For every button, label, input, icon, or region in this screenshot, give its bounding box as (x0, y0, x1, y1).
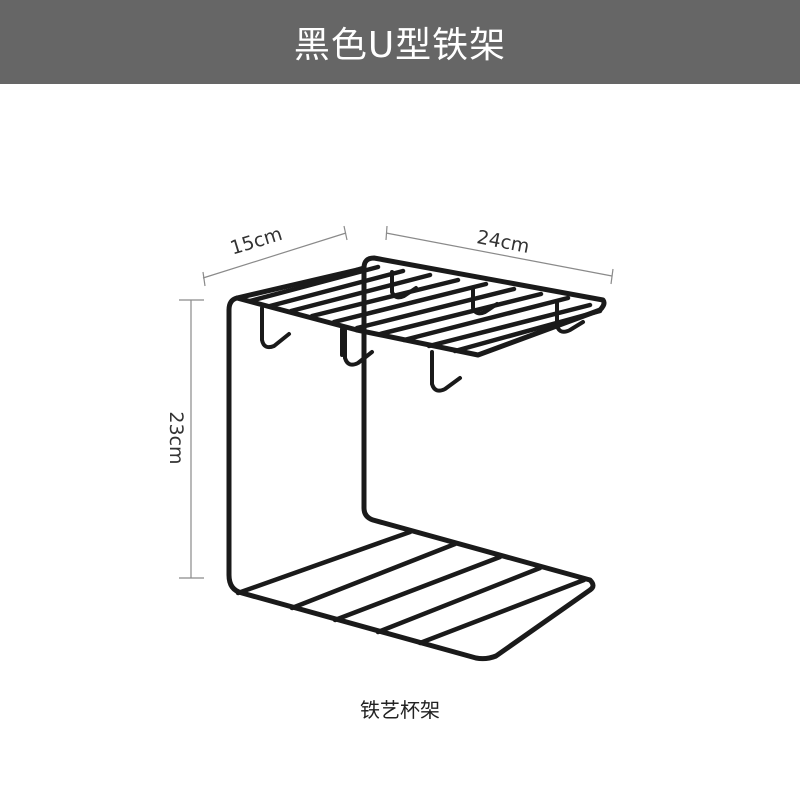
banner-title: 黑色U型铁架 (293, 25, 507, 66)
bottom-shelf-bars (235, 529, 587, 646)
dimension-lines (179, 225, 614, 579)
rack-frame (226, 255, 607, 662)
product-caption: 铁艺杯架 (360, 698, 440, 722)
height-dimension-label: 23cm (165, 411, 187, 464)
depth-dimension-label: 15cm (228, 223, 285, 260)
title-banner: 黑色U型铁架 (0, 0, 800, 84)
top-shelf-bars (247, 264, 603, 354)
cup-hooks (260, 270, 585, 393)
width-dimension-label: 24cm (475, 226, 531, 258)
